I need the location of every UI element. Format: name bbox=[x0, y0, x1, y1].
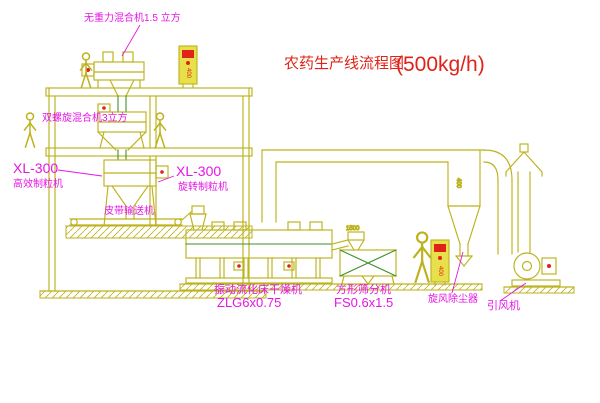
page-title-capacity: (500kg/h) bbox=[396, 53, 485, 76]
motor-indicator bbox=[86, 68, 90, 72]
exhaust-duct bbox=[261, 149, 513, 255]
belt-conveyor bbox=[69, 211, 192, 226]
vibration-motor bbox=[287, 264, 291, 268]
label-mid-mixer: 双螺旋混合机3立方 bbox=[42, 111, 128, 124]
fan-motor-indicator bbox=[547, 264, 551, 268]
gravity-free-mixer bbox=[81, 51, 145, 113]
label-granulator-left-model: XL-300 bbox=[13, 160, 58, 176]
motor-indicator bbox=[160, 170, 164, 174]
cyclone-separator: 400 bbox=[447, 149, 481, 267]
control-cabinet-a: 400 bbox=[178, 45, 198, 89]
control-cabinet-b: 400 bbox=[430, 239, 450, 286]
vibration-motor bbox=[237, 264, 241, 268]
label-granulator-left-name: 高效制粒机 bbox=[13, 177, 63, 190]
label-fan: 引风机 bbox=[487, 298, 520, 312]
cabinet-b-label: 400 bbox=[437, 266, 443, 277]
page-title: 农药生产线流程图 bbox=[284, 55, 404, 72]
twin-screw-mixer bbox=[97, 103, 147, 161]
label-granulator-name: 旋转制粒机 bbox=[178, 180, 228, 193]
label-sieve-model: FS0.6x1.5 bbox=[334, 295, 393, 310]
building-structure bbox=[39, 87, 267, 299]
motor-indicator bbox=[102, 106, 106, 110]
cabinet-a-label: 400 bbox=[185, 68, 191, 79]
label-belt-conveyor: 皮带输送机 bbox=[104, 204, 154, 217]
label-granulator-model: XL-300 bbox=[176, 163, 221, 179]
label-cyclone: 旋风除尘器 bbox=[428, 292, 478, 305]
sieve-dimension-label: 1500 bbox=[346, 226, 360, 232]
fluid-bed-dryer bbox=[185, 205, 349, 284]
cabinet-button bbox=[438, 256, 442, 260]
cabinet-screen bbox=[182, 50, 194, 58]
cyclone-dimension-label: 400 bbox=[455, 178, 461, 189]
label-sieve-name: 方形筛分机 bbox=[336, 282, 391, 296]
cabinet-screen bbox=[434, 244, 446, 252]
label-dryer-name: 振动流化床干燥机 bbox=[214, 282, 302, 296]
exhaust-stack bbox=[505, 143, 543, 253]
induced-draft-fan bbox=[503, 252, 575, 294]
worker-figure-2 bbox=[23, 112, 37, 148]
label-leader-lines bbox=[57, 24, 527, 302]
worker-figure-4 bbox=[413, 231, 432, 283]
label-top-mixer: 无重力混合机1.5 立方 bbox=[84, 11, 181, 24]
label-dryer-model: ZLG6x0.75 bbox=[217, 295, 281, 310]
ground-hatching bbox=[179, 283, 483, 291]
cabinet-button bbox=[186, 61, 190, 65]
square-sieve: 1500 bbox=[339, 225, 397, 285]
